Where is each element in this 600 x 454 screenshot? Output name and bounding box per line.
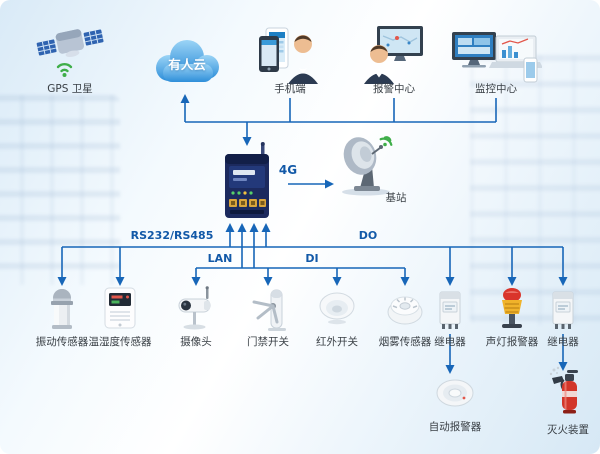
auto-alarm-label: 自动报警器 [428,421,482,433]
temp-humidity-sensor-icon [104,287,136,329]
auto-alarm-icon [436,379,474,407]
relay-icon-2 [552,291,574,329]
link-label-rs232-rs485: RS232/RS485 [130,229,214,242]
link-label-lan: LAN [207,252,233,265]
monitor-center-screens-icon [452,32,542,83]
alarm-center-operator-icon [364,26,423,84]
router-icon [225,142,269,218]
infrared-switch-icon [319,292,355,325]
monitor-center-label: 监控中心 [475,83,517,95]
link-label-di: DI [305,252,319,265]
link-label-do: DO [358,229,378,242]
gps-satellite-icon [36,29,104,77]
mobile-phones-icon [259,27,318,84]
sound-light-alarm-icon [502,288,522,328]
infrared-switch-label: 红外开关 [316,336,358,348]
base-station-label: 基站 [385,192,407,204]
vibration-sensor-icon [51,289,73,329]
camera-icon [178,286,211,330]
temp-humidity-sensor-label: 温湿度传感器 [88,336,152,348]
relay-icon-1 [439,291,461,329]
base-station-dish-icon [342,136,393,196]
relay-2-label: 继电器 [547,336,579,348]
link-label-4g: 4G [278,163,298,177]
cloud-icon [156,40,219,82]
fire-extinguisher-icon [549,366,578,414]
door-switch-label: 门禁开关 [247,336,289,348]
relay-1-label: 继电器 [434,336,466,348]
vibration-sensor-label: 振动传感器 [35,336,89,348]
camera-label: 摄像头 [180,336,212,348]
sound-light-alarm-label: 声灯报警器 [485,336,539,348]
arrowheads [57,94,568,374]
smoke-sensor-icon [387,296,423,325]
smoke-sensor-label: 烟雾传感器 [378,336,432,348]
alarm-center-label: 报警中心 [373,83,415,95]
fire-extinguisher-label: 灭火装置 [547,424,589,436]
cloud-label: 有人云 [168,56,206,72]
turnstile-icon [252,289,286,331]
gps-label: GPS 卫星 [47,83,93,95]
mobile-label: 手机端 [274,83,306,95]
